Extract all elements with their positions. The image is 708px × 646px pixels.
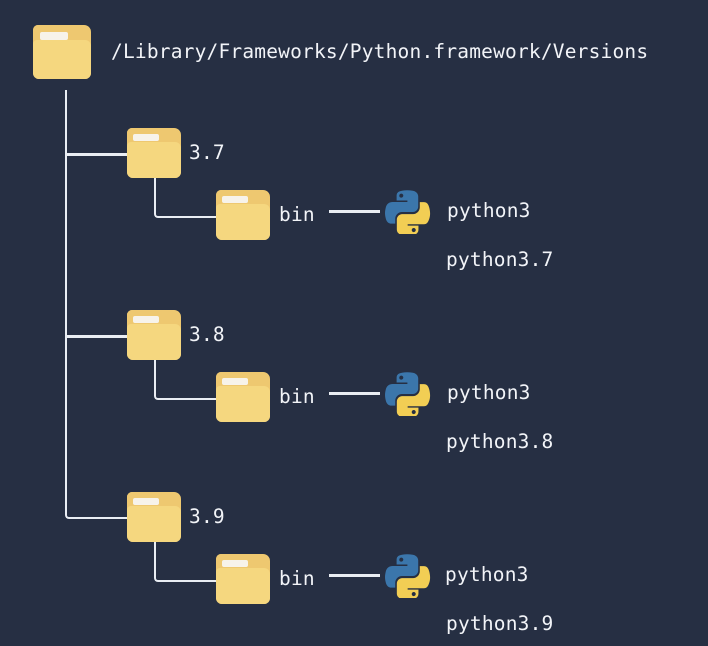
executable-label-python39: python3.9 xyxy=(446,612,554,635)
tree-elbow-connector-37-bin xyxy=(154,178,219,218)
python-logo-icon xyxy=(385,554,431,598)
folder-icon xyxy=(127,128,181,178)
python-executable-group-38: python3 xyxy=(384,369,531,416)
bin-label-37: bin xyxy=(279,203,315,227)
executable-label-python3-39: python3 xyxy=(445,562,529,586)
tree-node-root: /Library/Frameworks/Python.framework/Ver… xyxy=(33,25,648,79)
root-path-label: /Library/Frameworks/Python.framework/Ver… xyxy=(111,40,649,64)
executable-label-python38: python3.8 xyxy=(446,430,554,453)
tree-connector-bin-python-38 xyxy=(329,392,380,395)
executable-label-python37: python3.7 xyxy=(446,248,554,271)
python-executable-group-39: python3 xyxy=(384,551,529,598)
folder-icon xyxy=(127,310,181,360)
folder-icon xyxy=(33,25,91,79)
folder-icon xyxy=(216,554,270,604)
python-logo-icon xyxy=(385,372,431,416)
tree-connector-bin-python-37 xyxy=(329,210,380,213)
tree-branch-connector-37 xyxy=(65,153,128,156)
tree-branch-connector-38 xyxy=(65,335,128,338)
folder-icon xyxy=(216,372,270,422)
tree-elbow-connector-39-bin xyxy=(154,542,219,582)
folder-icon xyxy=(127,492,181,542)
version-label-37: 3.7 xyxy=(189,141,225,165)
tree-node-bin-38: bin xyxy=(216,372,315,422)
tree-node-bin-37: bin xyxy=(216,190,315,240)
bin-label-39: bin xyxy=(279,567,315,591)
tree-node-version-38: 3.8 xyxy=(127,310,225,360)
version-label-39: 3.9 xyxy=(189,505,225,529)
tree-elbow-connector-38-bin xyxy=(154,360,219,400)
version-label-38: 3.8 xyxy=(189,323,225,347)
executable-label-python3-38: python3 xyxy=(447,380,531,404)
bin-label-38: bin xyxy=(279,385,315,409)
folder-icon xyxy=(216,190,270,240)
tree-connector-bin-python-39 xyxy=(329,574,380,577)
python-logo-icon xyxy=(385,190,431,234)
tree-node-bin-39: bin xyxy=(216,554,315,604)
executable-label-python3-37: python3 xyxy=(447,198,531,222)
tree-node-version-39: 3.9 xyxy=(127,492,225,542)
tree-trunk-connector xyxy=(65,90,130,519)
tree-node-version-37: 3.7 xyxy=(127,128,225,178)
python-executable-group-37: python3 xyxy=(384,187,531,234)
